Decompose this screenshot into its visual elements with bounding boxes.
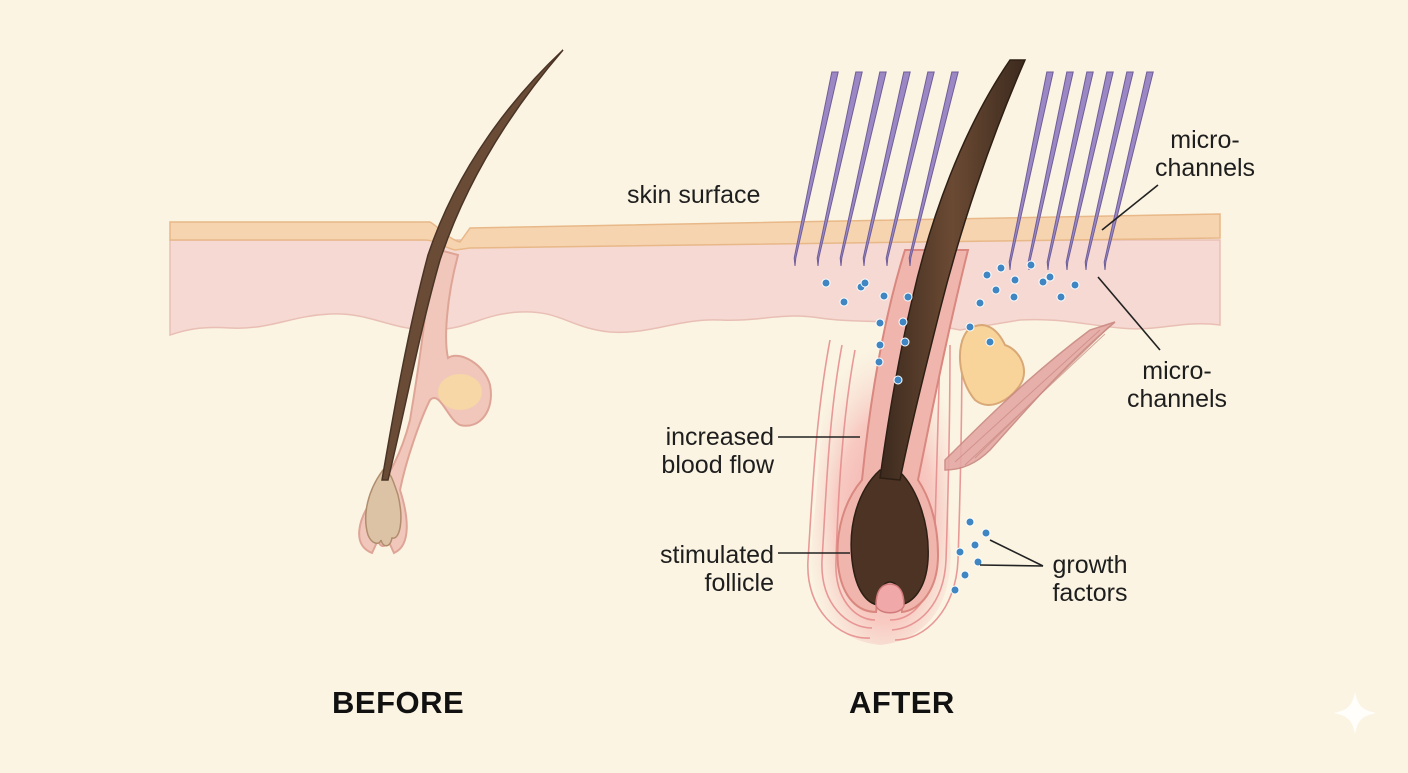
- growth-factor-dot: [894, 376, 902, 384]
- growth-factor-dot: [976, 299, 984, 307]
- growth-factor-dot: [822, 279, 830, 287]
- dermis-layer: [170, 240, 1220, 335]
- growth-factor-dot: [876, 341, 884, 349]
- growth-factor-dot: [982, 529, 990, 537]
- growth-factor-dot: [1039, 278, 1047, 286]
- label-line: channels: [1150, 154, 1260, 182]
- label-skin-surface: skin surface: [627, 181, 760, 209]
- growth-factor-dot: [956, 548, 964, 556]
- growth-factor-dot: [961, 571, 969, 579]
- growth-factor-dot: [1027, 261, 1035, 269]
- label-line: growth: [1040, 551, 1140, 579]
- label-line: channels: [1122, 385, 1232, 413]
- before-sebaceous-gland: [438, 374, 482, 410]
- growth-factor-dot: [997, 264, 1005, 272]
- growth-factor-dot: [1046, 273, 1054, 281]
- growth-factor-dot: [1011, 276, 1019, 284]
- growth-factor-dot: [966, 518, 974, 526]
- label-growth-factors: growth factors: [1040, 551, 1140, 607]
- growth-factor-dot: [1057, 293, 1065, 301]
- label-line: micro-: [1150, 126, 1260, 154]
- growth-factor-dot: [880, 292, 888, 300]
- caption-after: AFTER: [849, 685, 955, 721]
- growth-factor-dot: [971, 541, 979, 549]
- label-line: stimulated: [640, 541, 774, 569]
- growth-factor-dot: [876, 319, 884, 327]
- leader-growth-factors-2: [980, 565, 1043, 566]
- leader-growth-factors-1: [990, 540, 1043, 566]
- caption-before: BEFORE: [332, 685, 464, 721]
- growth-factor-dot: [904, 293, 912, 301]
- growth-factor-dot: [986, 338, 994, 346]
- label-micro-channels-top: micro- channels: [1150, 126, 1260, 182]
- growth-factor-dot: [875, 358, 883, 366]
- dermal-papilla: [876, 584, 904, 613]
- growth-factor-dot: [1010, 293, 1018, 301]
- growth-factor-dot: [1071, 281, 1079, 289]
- label-stimulated-follicle: stimulated follicle: [640, 541, 774, 597]
- growth-factor-dot: [899, 318, 907, 326]
- label-micro-channels-right: micro- channels: [1122, 357, 1232, 413]
- sparkle-icon: [1334, 692, 1376, 734]
- label-line: blood flow: [640, 451, 774, 479]
- label-line: follicle: [640, 569, 774, 597]
- label-line: factors: [1040, 579, 1140, 607]
- growth-factor-dot: [992, 286, 1000, 294]
- label-increased-blood-flow: increased blood flow: [640, 423, 774, 479]
- growth-factor-dot: [983, 271, 991, 279]
- label-line: micro-: [1122, 357, 1232, 385]
- growth-factor-dot: [951, 586, 959, 594]
- growth-factor-dot: [901, 338, 909, 346]
- growth-factor-dot: [840, 298, 848, 306]
- label-line: increased: [640, 423, 774, 451]
- growth-factor-dot: [861, 279, 869, 287]
- growth-factor-dot: [966, 323, 974, 331]
